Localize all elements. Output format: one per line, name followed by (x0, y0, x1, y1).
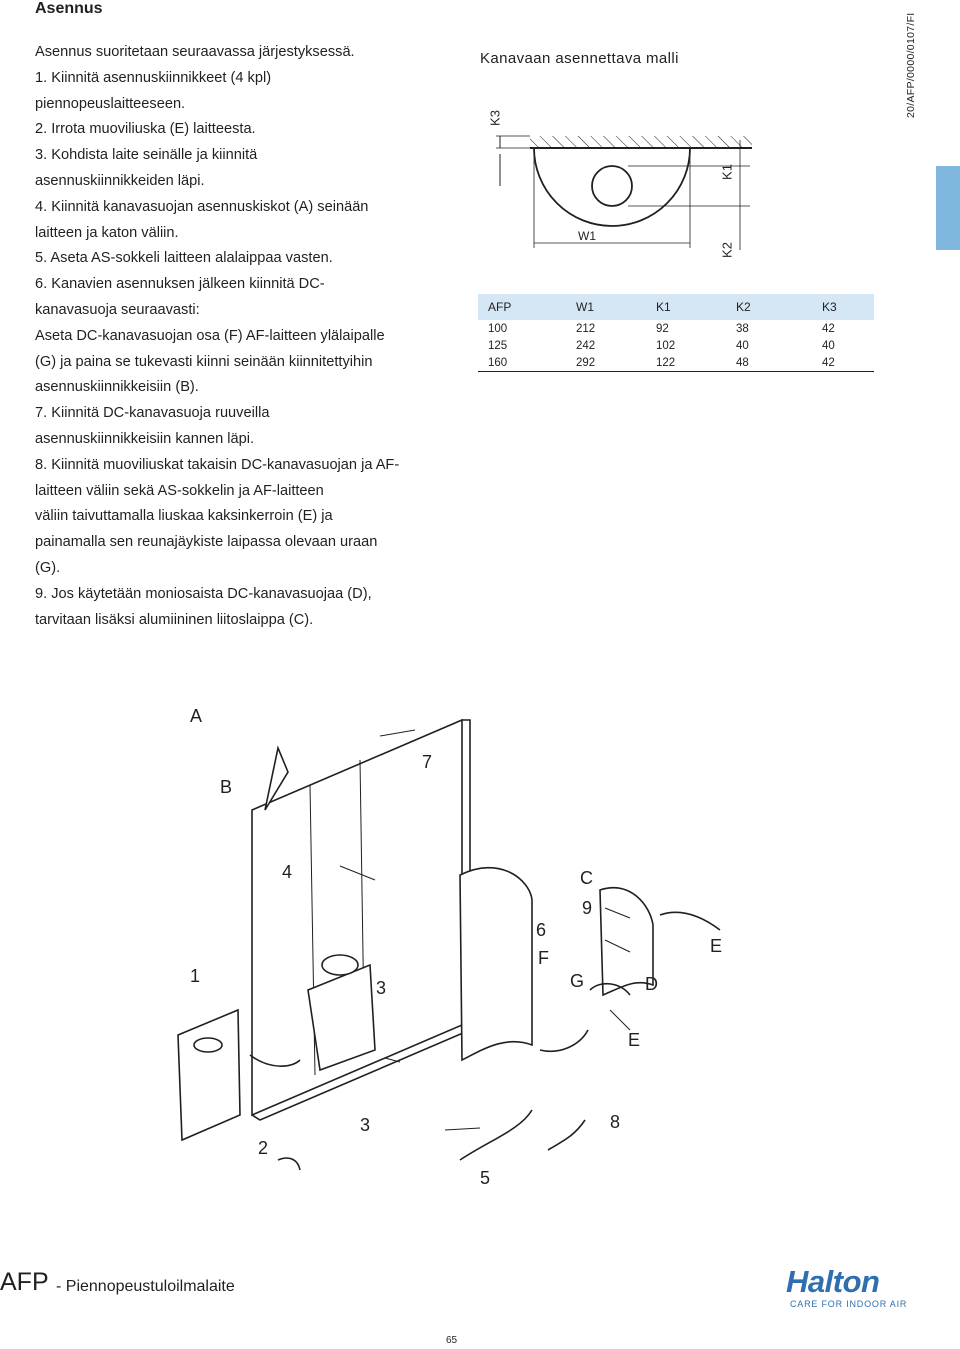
table-cell: 92 (656, 322, 669, 335)
duct-cover-f (459, 866, 533, 1062)
step-line: 5. Aseta AS-sokkeli laitteen alalaippaa … (35, 250, 333, 267)
step-line: painamalla sen reunajäykiste laipassa ol… (35, 534, 378, 551)
label-c: C (580, 868, 593, 888)
step-line: 6. Kanavien asennuksen jälkeen kiinnitä … (35, 276, 325, 293)
label-6: 6 (536, 920, 546, 940)
label-g: G (570, 971, 584, 991)
section-title: Asennus (35, 0, 103, 17)
table-cell: 102 (656, 339, 676, 352)
label-e-lower: E (628, 1030, 640, 1050)
table-header-row: AFP W1 K1 K2 K3 (478, 294, 874, 320)
k3-label: K3 (487, 110, 502, 126)
label-a: A (190, 706, 202, 726)
step-line: asennuskiinnikkeiden läpi. (35, 172, 205, 189)
step-line: tarvitaan lisäksi alumiininen liitoslaip… (35, 611, 314, 628)
strip-8 (547, 1119, 586, 1151)
step-line: 8. Kiinnitä muoviliuskat takaisin DC-kan… (35, 456, 400, 473)
dimension-diagram: K3 W1 K1 K2 (487, 110, 752, 258)
step-line: Asennus suoritetaan seuraavassa järjesty… (35, 44, 355, 60)
step-line: 7. Kiinnitä DC-kanavasuoja ruuveilla (35, 405, 270, 422)
table-cell: 40 (822, 339, 835, 352)
table-cell: 40 (736, 339, 749, 352)
strip-e-right (659, 911, 721, 931)
model-title: Kanavaan asennettava malli (480, 50, 679, 67)
step-line: asennuskiinnikkeisiin kannen läpi. (35, 430, 255, 447)
brand-tagline: CARE FOR INDOOR AIR (790, 1299, 908, 1309)
table-cell: 160 (478, 354, 566, 372)
col-header: K2 (726, 294, 812, 320)
label-8: 8 (610, 1112, 620, 1132)
step-line: 3. Kohdista laite seinälle ja kiinnitä (35, 147, 258, 164)
label-3-lower: 3 (360, 1115, 370, 1135)
flange-g (589, 982, 631, 996)
col-header: AFP (478, 294, 566, 320)
dimension-table: AFP W1 K1 K2 K3 100 212 92 38 42 125 242… (478, 294, 874, 372)
label-9: 9 (582, 898, 592, 918)
step-line: 2. Irrota muoviliuska (E) laitteesta. (35, 121, 256, 138)
ceiling-hatch (530, 136, 752, 148)
table-cell: 292 (566, 354, 646, 372)
table-row: 125 242 102 40 40 (478, 337, 874, 354)
table-cell: 100 (488, 322, 508, 335)
step-line: laitteen väliin sekä AS-sokkelin ja AF-l… (35, 482, 324, 499)
step-line: väliin taivuttamalla liuskaa kaksinkerro… (35, 508, 333, 525)
col-header: K3 (812, 294, 874, 320)
product-code: AFP (0, 1268, 49, 1296)
k2-label: K2 (719, 242, 734, 258)
col-header: W1 (566, 294, 646, 320)
table-row: 160 292 122 48 42 (478, 354, 874, 372)
step-line: piennopeuslaitteeseen. (35, 95, 186, 112)
side-tab (936, 166, 960, 250)
bracket-detail-b (264, 745, 289, 811)
step-line: kanavasuoja seuraavasti: (35, 301, 200, 318)
assembly-illustration: A B 7 4 1 3 C 9 6 F E G D E 3 8 2 5 (177, 706, 722, 1188)
table-row: 100 212 92 38 42 (478, 320, 874, 337)
product-name: - Piennopeustuloilmalaite (56, 1278, 235, 1295)
duct-circle (591, 165, 633, 207)
table-cell: 212 (576, 322, 596, 335)
document-code: 20/AFP/0000/0107/FI (905, 12, 917, 118)
duct-cover-arc (533, 147, 691, 227)
step-line: 9. Jos käytetään moniosaista DC-kanavasu… (35, 585, 372, 602)
assembly-drawing (177, 718, 721, 1171)
unit-upper (307, 963, 376, 1072)
plastic-strip-e (539, 1029, 589, 1052)
page-number: 65 (446, 1335, 458, 1346)
col-header: K1 (646, 294, 726, 320)
table-cell: 42 (822, 322, 835, 335)
label-d: D (645, 974, 658, 994)
label-3-upper: 3 (376, 978, 386, 998)
label-e-right: E (710, 936, 722, 956)
table-cell: 42 (812, 354, 874, 372)
table-cell: 48 (726, 354, 812, 372)
table-cell: 125 (488, 339, 508, 352)
brand-logo: Halton (786, 1264, 880, 1299)
step-line: Aseta DC-kanavasuojan osa (F) AF-laittee… (35, 327, 385, 344)
label-5: 5 (480, 1168, 490, 1188)
step-line: laitteen ja katon väliin. (35, 224, 179, 241)
table-cell: 242 (576, 339, 596, 352)
label-1: 1 (190, 966, 200, 986)
step-line: (G). (35, 559, 61, 576)
label-2: 2 (258, 1138, 268, 1158)
unit-lower (177, 1008, 241, 1142)
plinth-5 (459, 1109, 533, 1161)
duct-cover-d (599, 887, 654, 997)
label-7: 7 (422, 752, 432, 772)
step-line: asennuskiinnikkeisiin (B). (35, 379, 199, 396)
plinth-strip-2 (249, 1054, 301, 1067)
step-line: (G) ja paina se tukevasti kiinni seinään… (35, 353, 373, 370)
step-line: 1. Kiinnitä asennuskiinnikkeet (4 kpl) (35, 69, 272, 86)
label-f: F (538, 948, 549, 968)
table-cell: 122 (646, 354, 726, 372)
k1-label: K1 (719, 164, 734, 180)
w1-label: W1 (578, 229, 596, 243)
label-b: B (220, 777, 232, 797)
step-line: 4. Kiinnitä kanavasuojan asennuskiskot (… (35, 198, 369, 215)
label-4: 4 (282, 862, 292, 882)
table-cell: 38 (736, 322, 749, 335)
installation-steps: Asennus suoritetaan seuraavassa järjesty… (35, 40, 435, 633)
